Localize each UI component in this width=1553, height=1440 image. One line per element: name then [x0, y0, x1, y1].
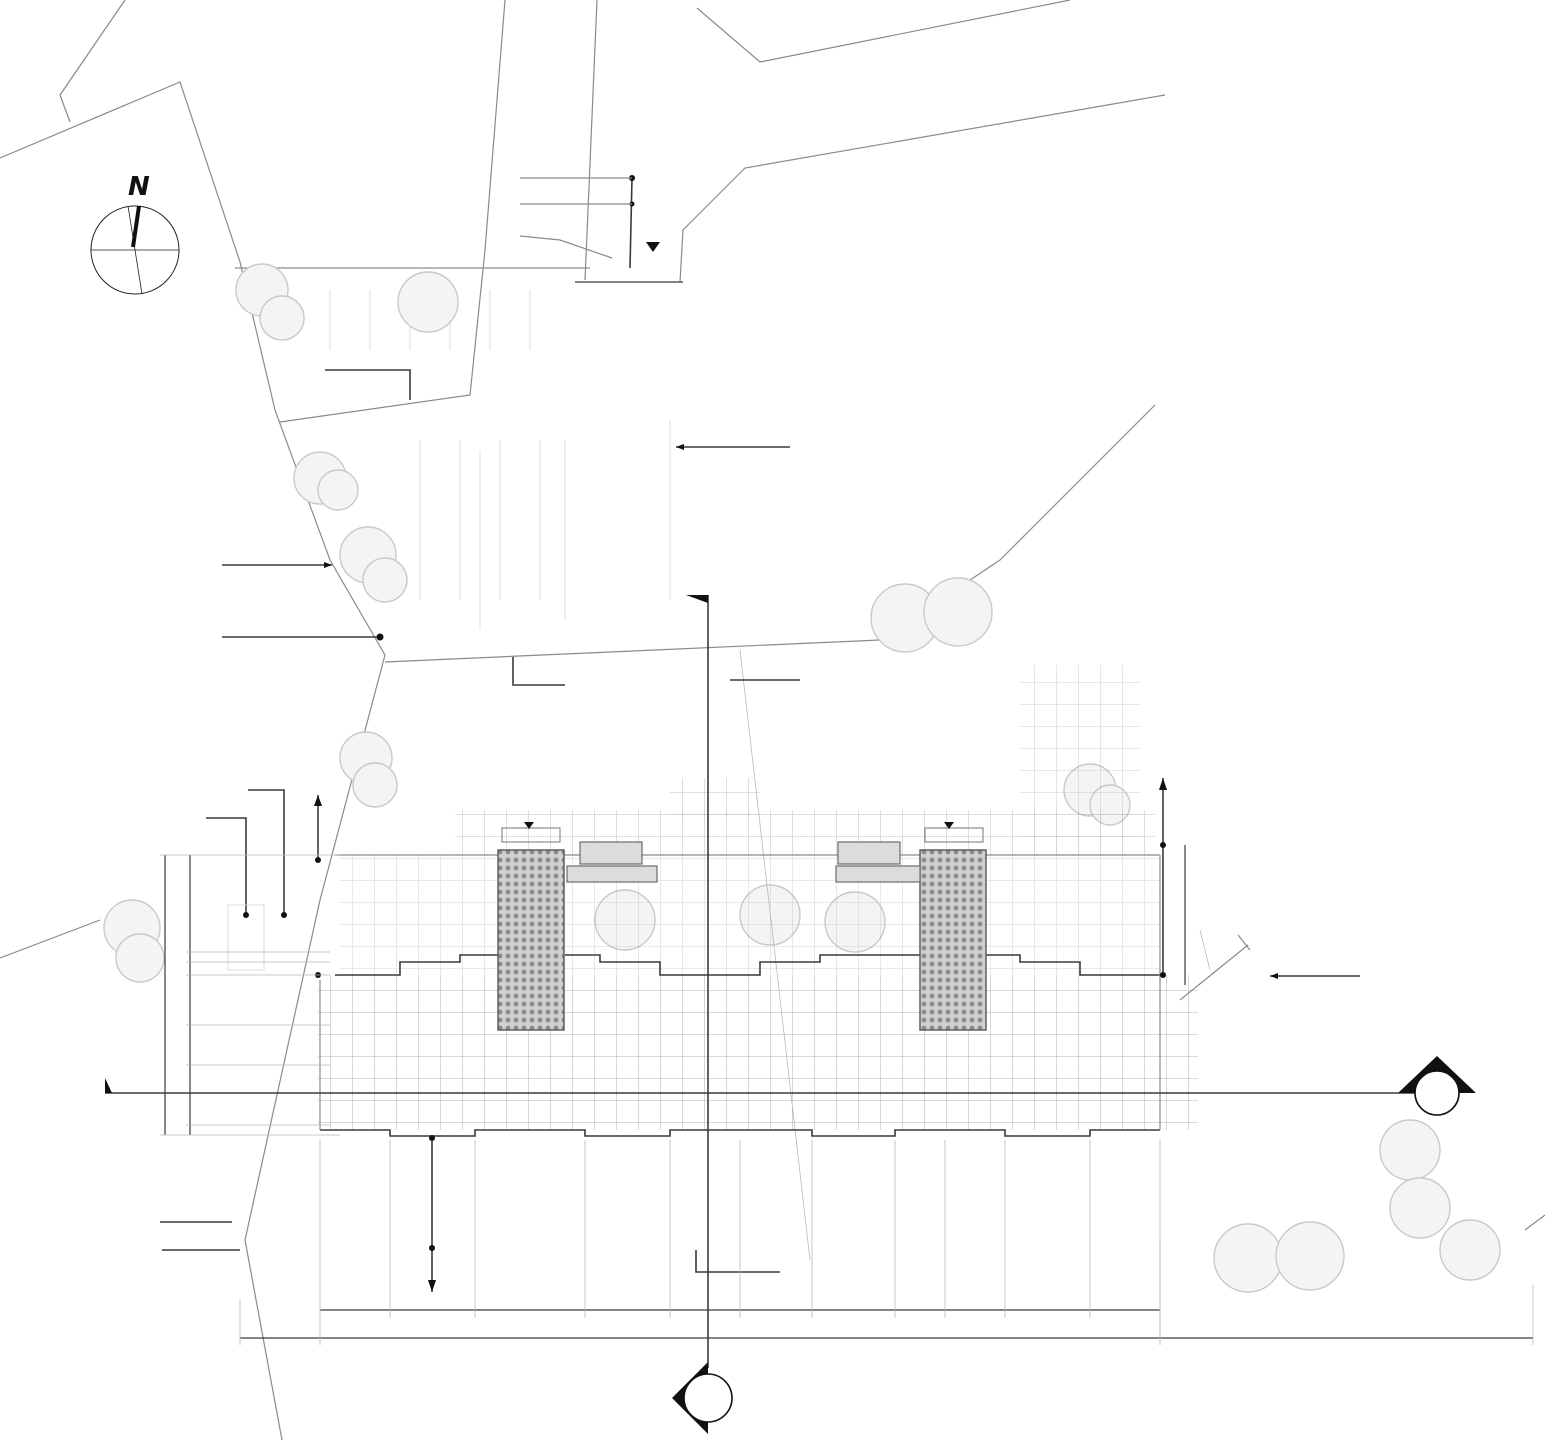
north-arrow-icon: N — [90, 172, 180, 295]
section-marker-south — [672, 1362, 733, 1434]
paver-planters — [497, 822, 987, 1031]
tree — [397, 271, 459, 333]
section-cut-lines — [105, 595, 1415, 1368]
tree — [293, 451, 359, 511]
entry-triangle-icon — [524, 822, 534, 829]
dimension-chain-vertical — [160, 845, 1186, 1136]
tree — [870, 577, 993, 653]
level-marker-icon — [646, 242, 660, 252]
east-edge-details — [1179, 929, 1251, 1001]
tree — [339, 526, 408, 603]
section-marker-east — [1398, 1056, 1476, 1116]
tree — [1379, 1119, 1441, 1181]
tree — [1389, 1177, 1451, 1239]
tree — [339, 731, 398, 808]
entry-triangle-icon — [944, 822, 954, 829]
tree — [103, 899, 165, 983]
building-footprint — [319, 854, 1161, 1137]
annotation-leaders — [160, 369, 1360, 1273]
plaza-paving-grid — [318, 649, 1198, 1261]
tree — [1439, 1219, 1501, 1281]
tree — [1213, 1221, 1345, 1293]
trees — [103, 263, 1501, 1293]
wall-detail — [519, 175, 683, 283]
level-arrows — [314, 778, 1167, 1292]
tree — [235, 263, 305, 341]
north-letter: N — [128, 172, 150, 202]
dimension-chain-horizontal — [239, 1140, 1534, 1345]
planter-west — [497, 849, 565, 1031]
planter-east — [919, 849, 987, 1031]
